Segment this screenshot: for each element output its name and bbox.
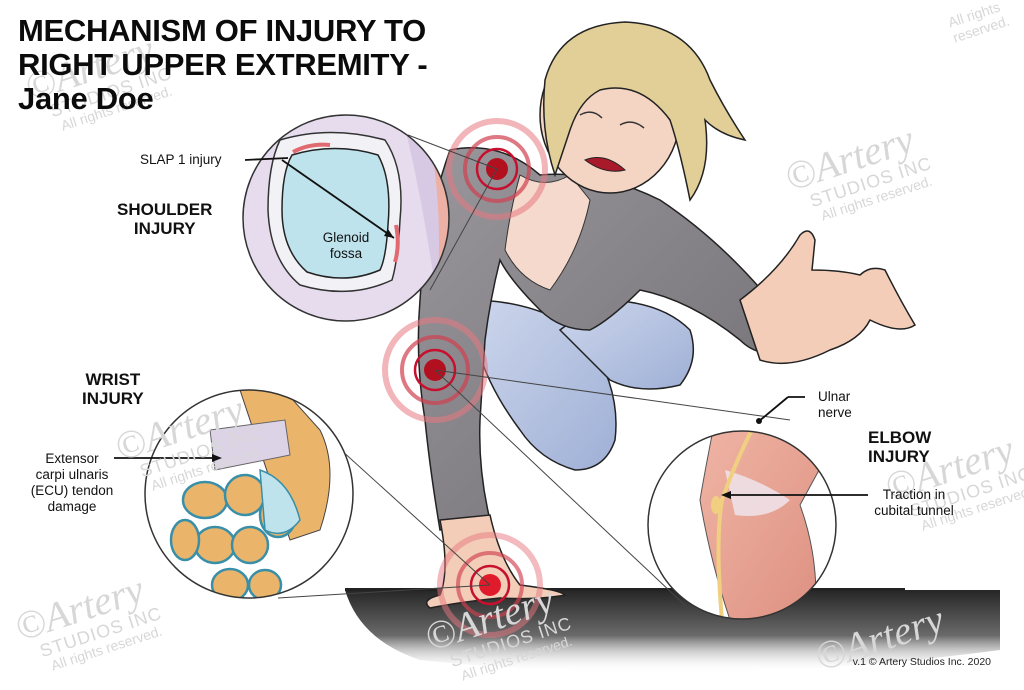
title-line-1: MECHANISM OF INJURY TO xyxy=(18,13,426,48)
wrist-injury-heading: WRIST INJURY xyxy=(82,370,144,408)
elbow-injury-heading: ELBOW INJURY xyxy=(868,428,932,466)
title-line-2: RIGHT UPPER EXTREMITY - xyxy=(18,47,428,82)
ulnar-nerve-label: Ulnar nerve xyxy=(818,389,852,420)
slap-injury-label: SLAP 1 injury xyxy=(140,152,222,167)
woman-figure xyxy=(417,21,917,609)
wrist-inset xyxy=(114,389,354,599)
title-line-3: Jane Doe xyxy=(18,81,154,116)
pain-marker-shoulder xyxy=(446,118,548,220)
copyright-footer: v.1 © Artery Studios Inc. 2020 xyxy=(852,656,991,668)
inset-leader-lines xyxy=(277,134,791,611)
ecu-tendon-label: Extensor carpi ulnaris (ECU) tendon dama… xyxy=(30,451,114,514)
elbow-inset xyxy=(647,396,868,620)
page-title: MECHANISM OF INJURY TO RIGHT UPPER EXTRE… xyxy=(18,13,428,116)
glenoid-fossa-label: Glenoid fossa xyxy=(322,230,370,261)
cubital-tunnel-label: Traction in cubital tunnel xyxy=(874,487,954,518)
shoulder-injury-heading: SHOULDER INJURY xyxy=(117,200,213,238)
